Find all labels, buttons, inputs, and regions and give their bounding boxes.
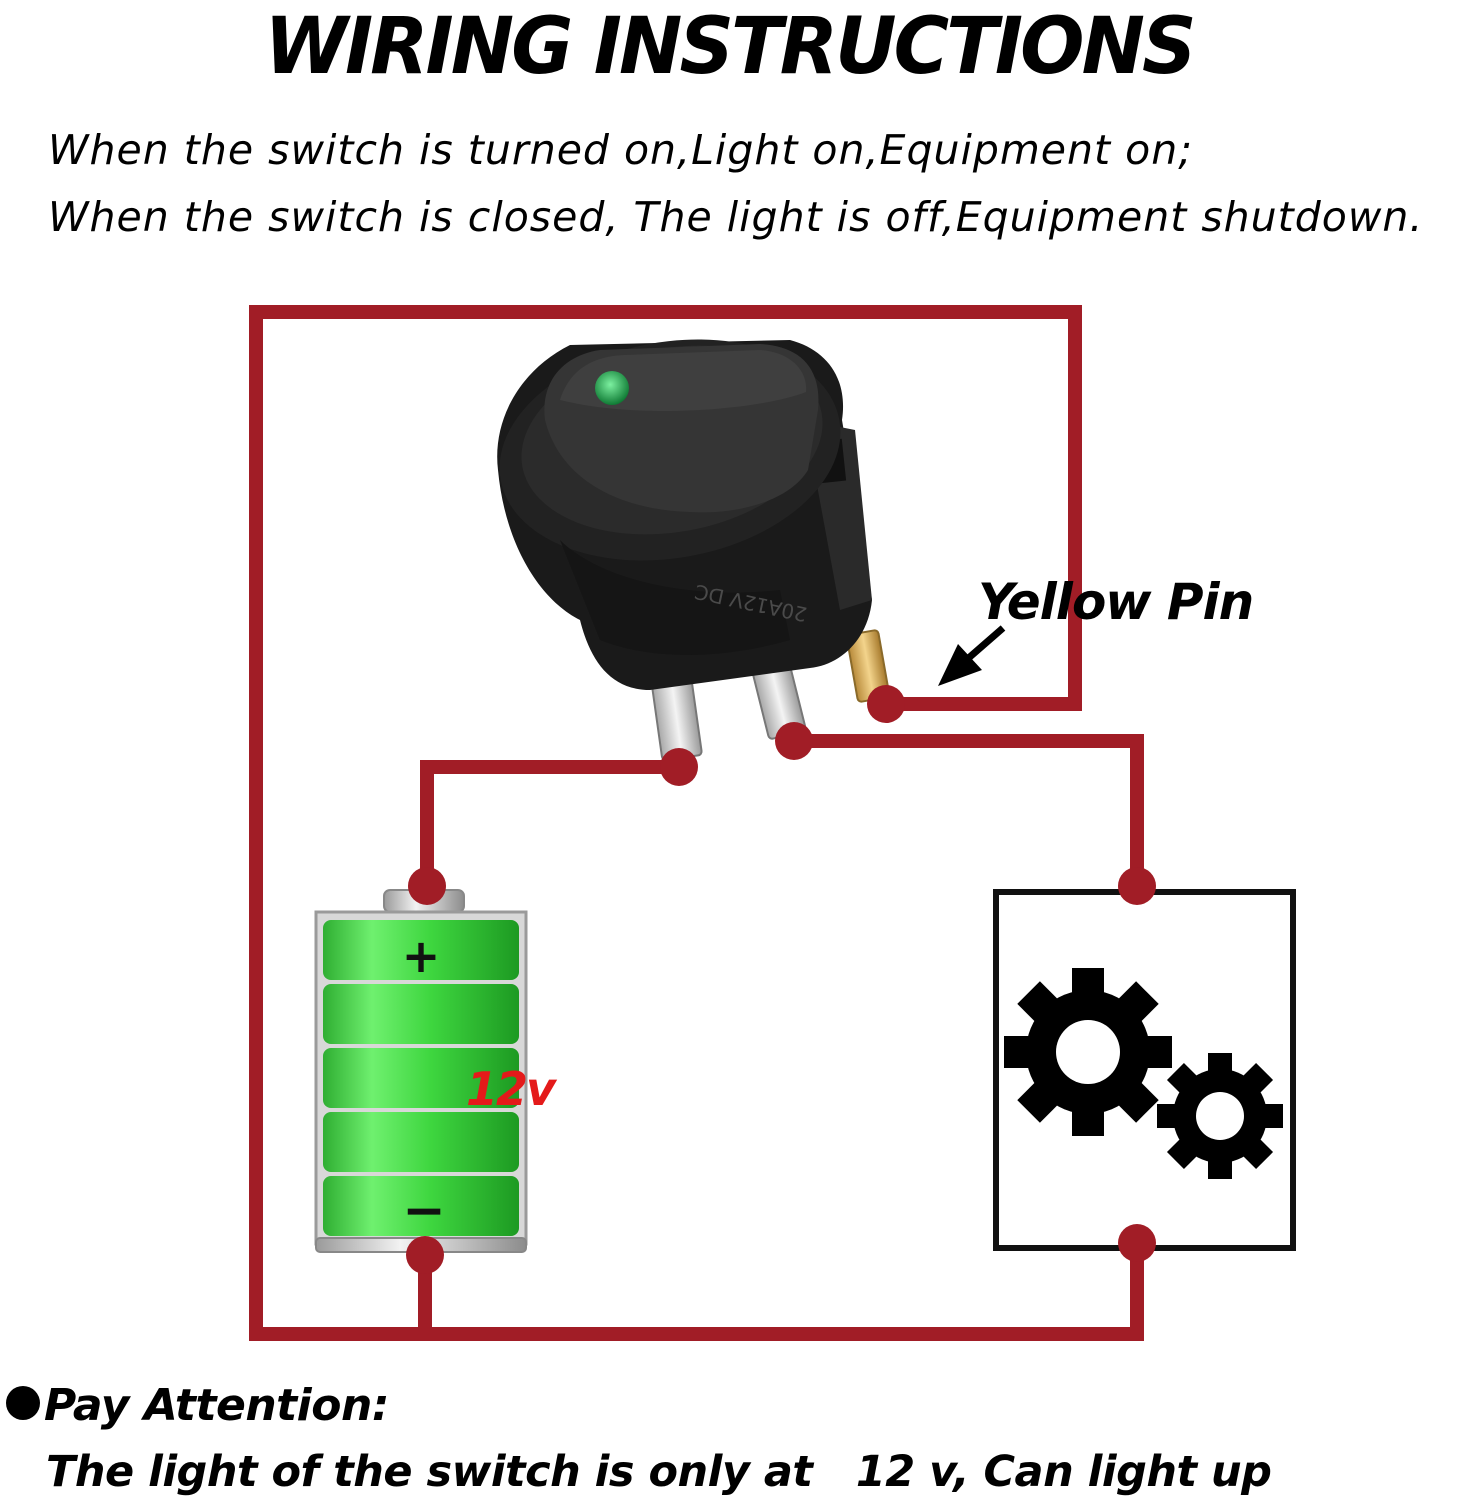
gears-icon [1004,968,1283,1179]
voltage-label: 12v [466,1062,556,1116]
switch-led [595,371,629,405]
wire-switch-to-equipment [787,734,1144,893]
description-line-1: When the switch is turned on,Light on,Eq… [48,126,1194,174]
dot-equipment-bottom [1118,1224,1156,1262]
switch-pin-left [651,677,703,761]
large-gear-icon [1004,968,1172,1136]
page-title: WIRING INSTRUCTIONS [264,2,1196,92]
battery-cells [323,920,519,1236]
rocker-switch-icon: 20A12V DC [497,339,891,761]
battery-minus-sign: − [402,1181,446,1241]
dot-yellow-pin [867,685,905,723]
dot-battery-negative [406,1236,444,1274]
battery-plus-sign: + [402,929,441,983]
note-text: The light of the switch is only at 12 v,… [46,1447,1272,1497]
arrow-icon [938,625,1006,686]
dot-left-pin [660,748,698,786]
dot-equipment-top [1118,867,1156,905]
yellow-pin-label: Yellow Pin [978,573,1254,631]
small-gear-icon [1157,1053,1283,1179]
dot-center-pin [775,722,813,760]
dot-battery-positive [408,867,446,905]
description-line-2: When the switch is closed, The light is … [48,193,1424,241]
connection-dots [406,685,1156,1274]
bullet-icon [6,1386,40,1420]
wires [249,305,1144,1341]
wire-battery-to-switch [420,760,686,893]
wire-yellow-pin-to-ground [249,305,1144,1341]
battery-icon: + − [314,889,528,1253]
note-title: Pay Attention: [44,1380,389,1431]
